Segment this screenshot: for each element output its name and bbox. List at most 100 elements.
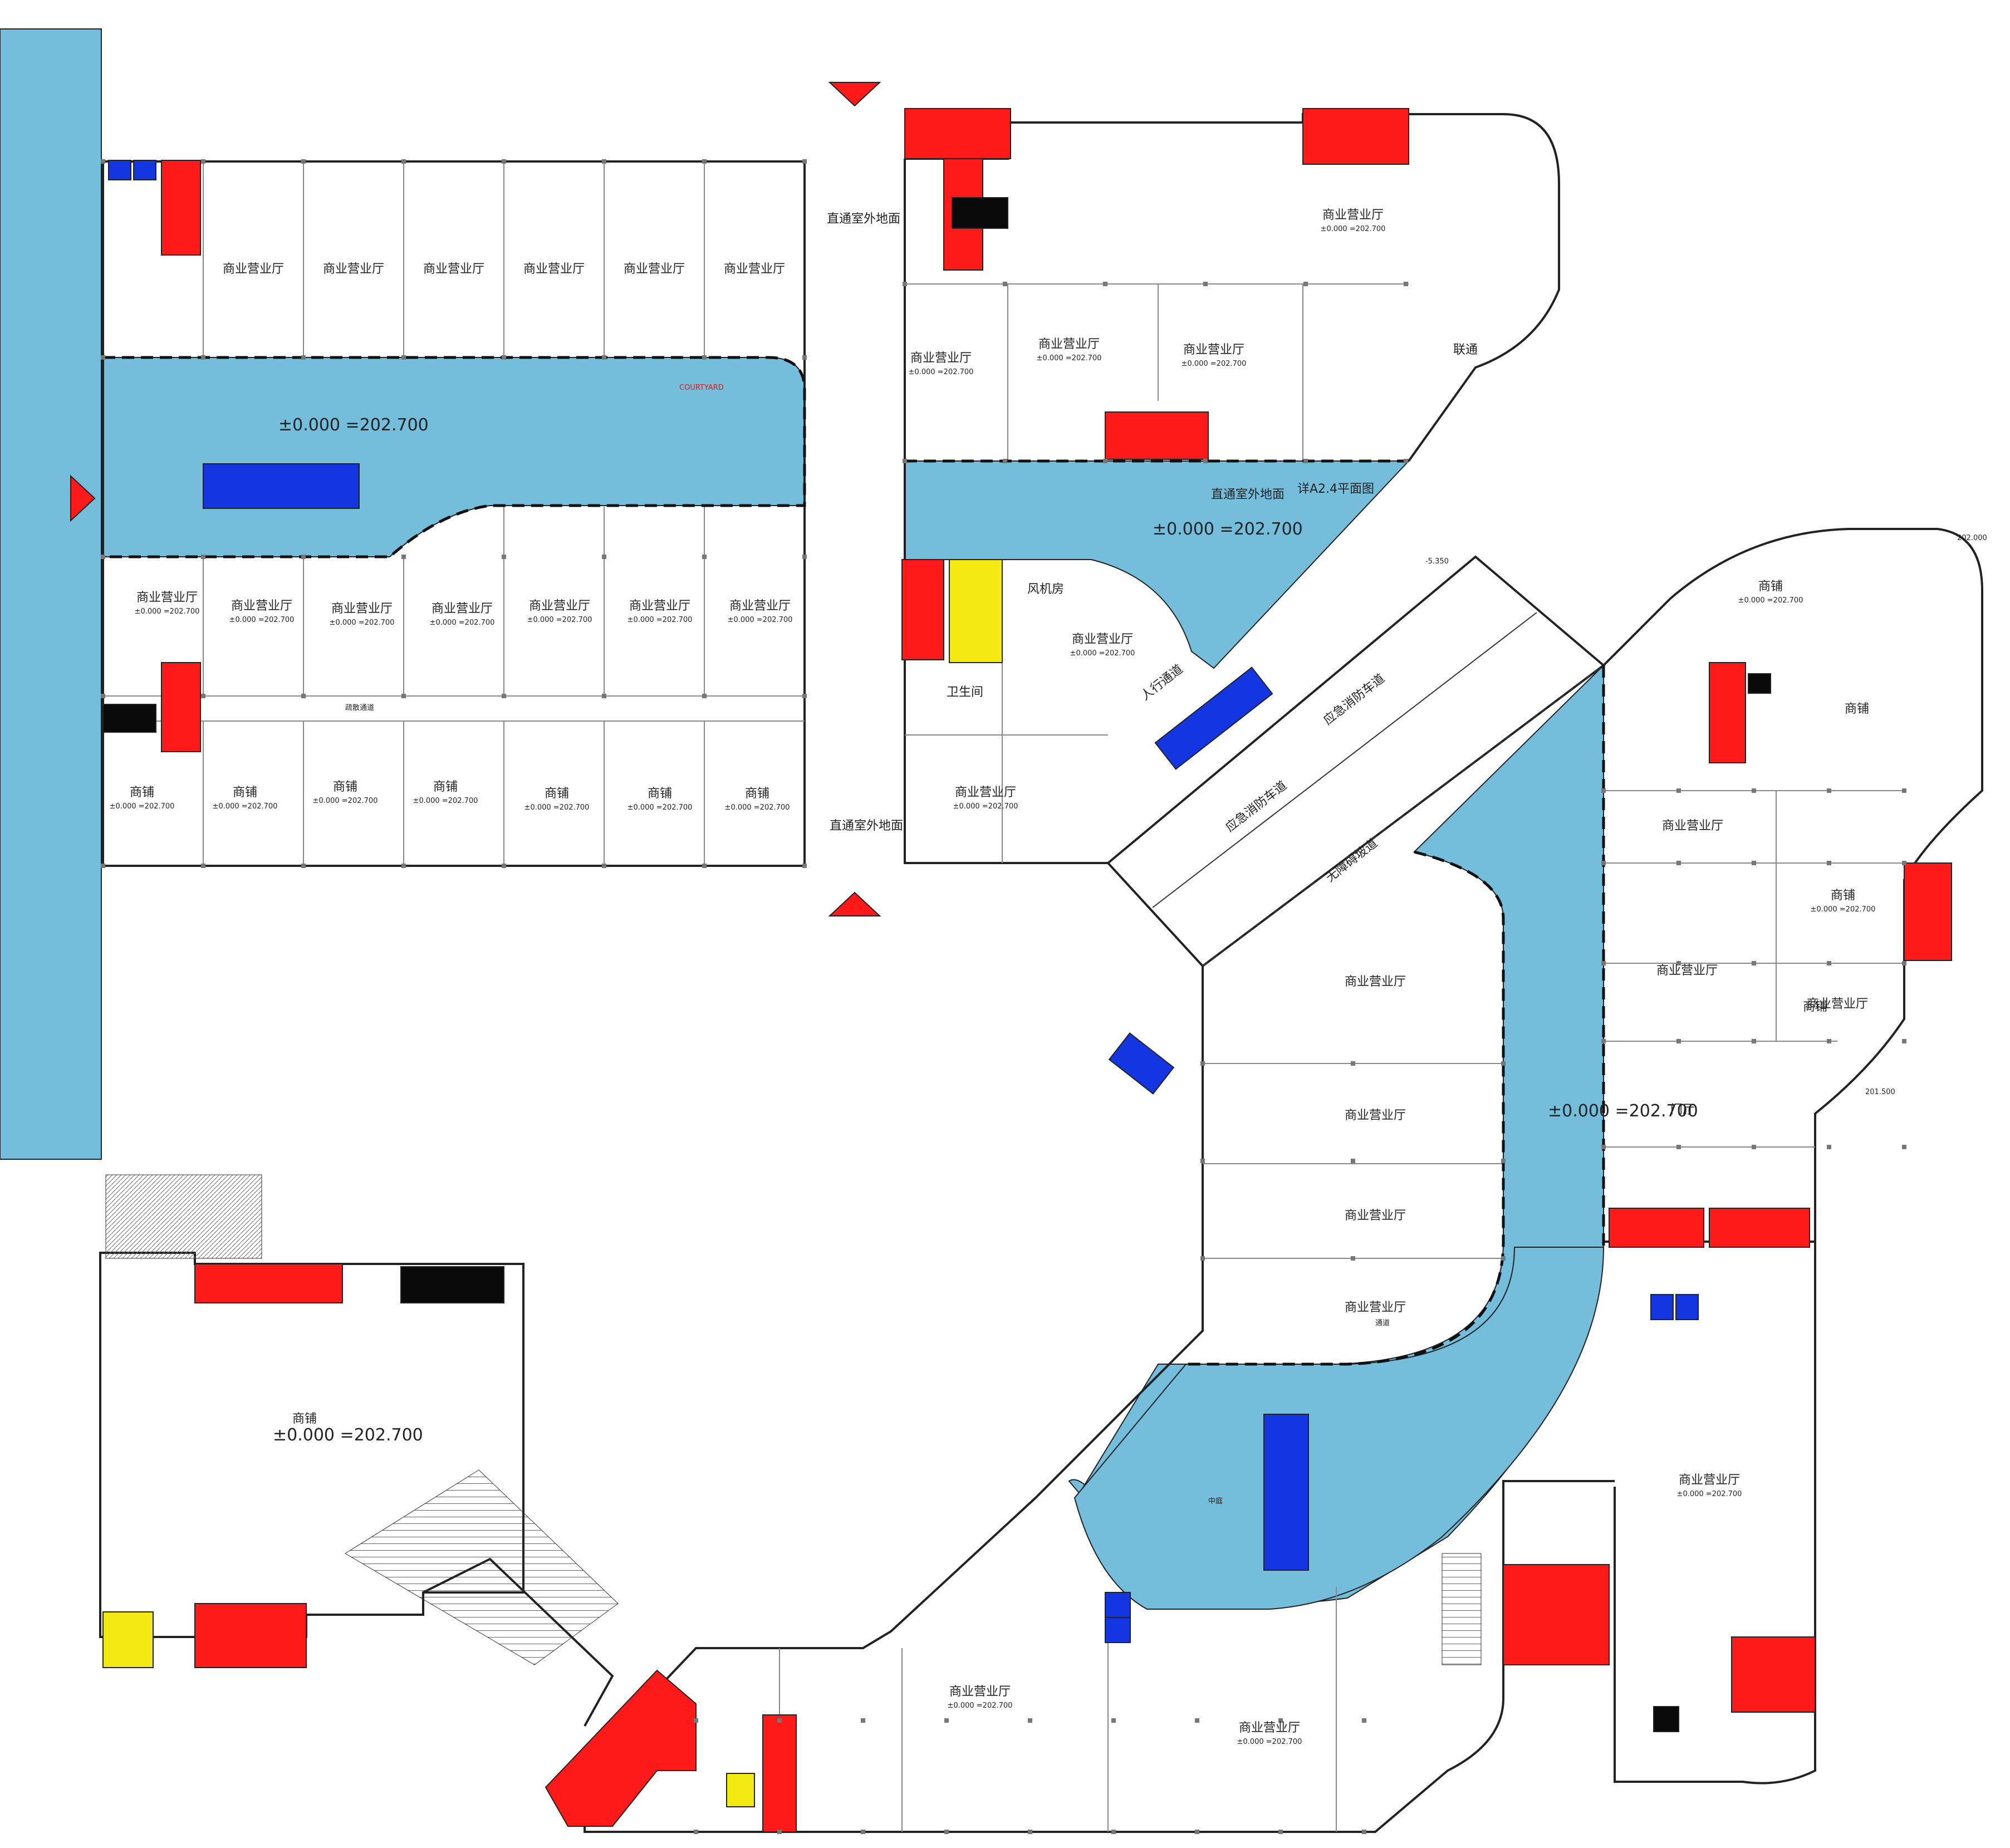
column [1676,1145,1681,1149]
toilet-block [949,559,1003,663]
column [1902,1145,1906,1149]
room-elevation: ±0.000 =202.700 [948,1702,1013,1710]
room-name: 商业营业厅 [136,591,198,605]
column [1752,1039,1756,1043]
ramp-label: 无障碍坡道 [1323,836,1380,885]
room-name: 商业营业厅 [1183,343,1244,357]
column [401,864,406,868]
room-name: 商铺 [130,786,154,800]
north-middle-left [904,159,1108,864]
column [1404,282,1408,286]
room-name: 商业营业厅 [331,602,393,616]
stair-core [1503,1564,1610,1665]
column [1601,788,1606,793]
column [702,864,707,868]
column [1362,1830,1366,1834]
room-elevation: ±0.000 =202.700 [1321,225,1386,233]
column [301,355,306,360]
toilet-block [102,1611,154,1668]
column [301,555,306,559]
column [1752,861,1756,865]
fire-lane-divider [1152,612,1537,908]
room-elevation: ±0.000 =202.700 [1070,649,1135,658]
room-name: 商铺 [433,780,458,794]
shop-name-sw: 商铺 [292,1412,317,1426]
north-middle-wall [905,113,1560,462]
room-elevation: ±0.000 =202.700 [1677,1490,1742,1498]
column [802,159,807,164]
room-name: 商业营业厅 [1662,819,1723,833]
column [101,864,105,868]
column [1003,282,1007,286]
room-name: 商铺 [745,787,769,801]
room-name: 商业营业厅 [955,786,1016,800]
column [1827,1145,1831,1149]
escalator-unit [1675,1294,1699,1320]
west-corridor [0,28,102,1160]
column [301,694,306,698]
column [201,555,205,559]
column [201,159,205,164]
fan-room-label: 风机房 [1027,582,1064,596]
room-name: 商业营业厅 [1072,633,1133,646]
corridor-label: 通道 [1375,1319,1390,1327]
room-name: 商铺 [545,787,569,801]
room-name: 商业营业厅 [1345,1109,1406,1122]
stair-core [1904,862,1952,961]
escalator-unit [108,160,131,180]
column [861,1830,865,1834]
escalator [1108,1032,1175,1095]
escalator [1263,1414,1309,1571]
column [702,355,707,360]
column [401,694,406,698]
column [1827,861,1831,865]
column [1676,1039,1681,1043]
column [401,159,406,164]
room-labels: 商业营业厅商业营业厅商业营业厅商业营业厅商业营业厅商业营业厅商业营业厅±0.00… [110,208,1876,1746]
escalator-unit [133,160,156,180]
column [694,1830,698,1834]
column [702,694,707,698]
room-elevation: ±0.000 =202.700 [430,619,495,627]
column [502,694,506,698]
room-name: 商业营业厅 [1345,1301,1406,1315]
column [1200,1061,1205,1066]
column [1404,459,1408,463]
column [1501,1256,1506,1261]
north-court-corridor [904,460,1410,669]
column [602,864,606,868]
room-elevation: ±0.000 =202.700 [1037,354,1102,362]
outdoor-steps [345,1469,619,1665]
stair-core [545,1669,697,1827]
room-elevation: ±0.000 =202.700 [953,802,1018,811]
sidewalk-label: 人行通道 [1139,662,1186,703]
shaft [952,197,1008,229]
detail-ref-label: 详A2.4平面图 [1297,482,1374,496]
room-elevation: ±0.000 =202.700 [413,797,478,805]
room-name: 商业营业厅 [523,262,585,276]
column [1601,961,1606,965]
shaft [1748,673,1771,694]
room-name: 商铺 [1803,1000,1827,1014]
room-name: 商业营业厅 [231,599,292,613]
column [1278,1718,1283,1723]
column [1195,1718,1199,1723]
room-elevation: ±0.000 =202.700 [1811,905,1876,914]
column [301,159,306,164]
room-name: 商业营业厅 [629,599,690,613]
room-name: 商业营业厅 [1345,1209,1406,1223]
outdoor-steps [1442,1553,1482,1665]
stair-core [904,108,1011,159]
room-name: 商业营业厅 [323,262,384,276]
atrium-label: 中庭 [1208,1497,1223,1506]
column [1351,1256,1355,1261]
column [101,159,105,164]
room-elevation: ±0.000 =202.700 [313,797,378,805]
room-elevation: ±0.000 =202.700 [728,616,793,624]
room-name: 商业营业厅 [432,602,493,616]
column [1676,961,1681,965]
column [1203,282,1208,286]
room-elevation: ±0.000 =202.700 [1182,360,1247,368]
column [702,555,707,559]
